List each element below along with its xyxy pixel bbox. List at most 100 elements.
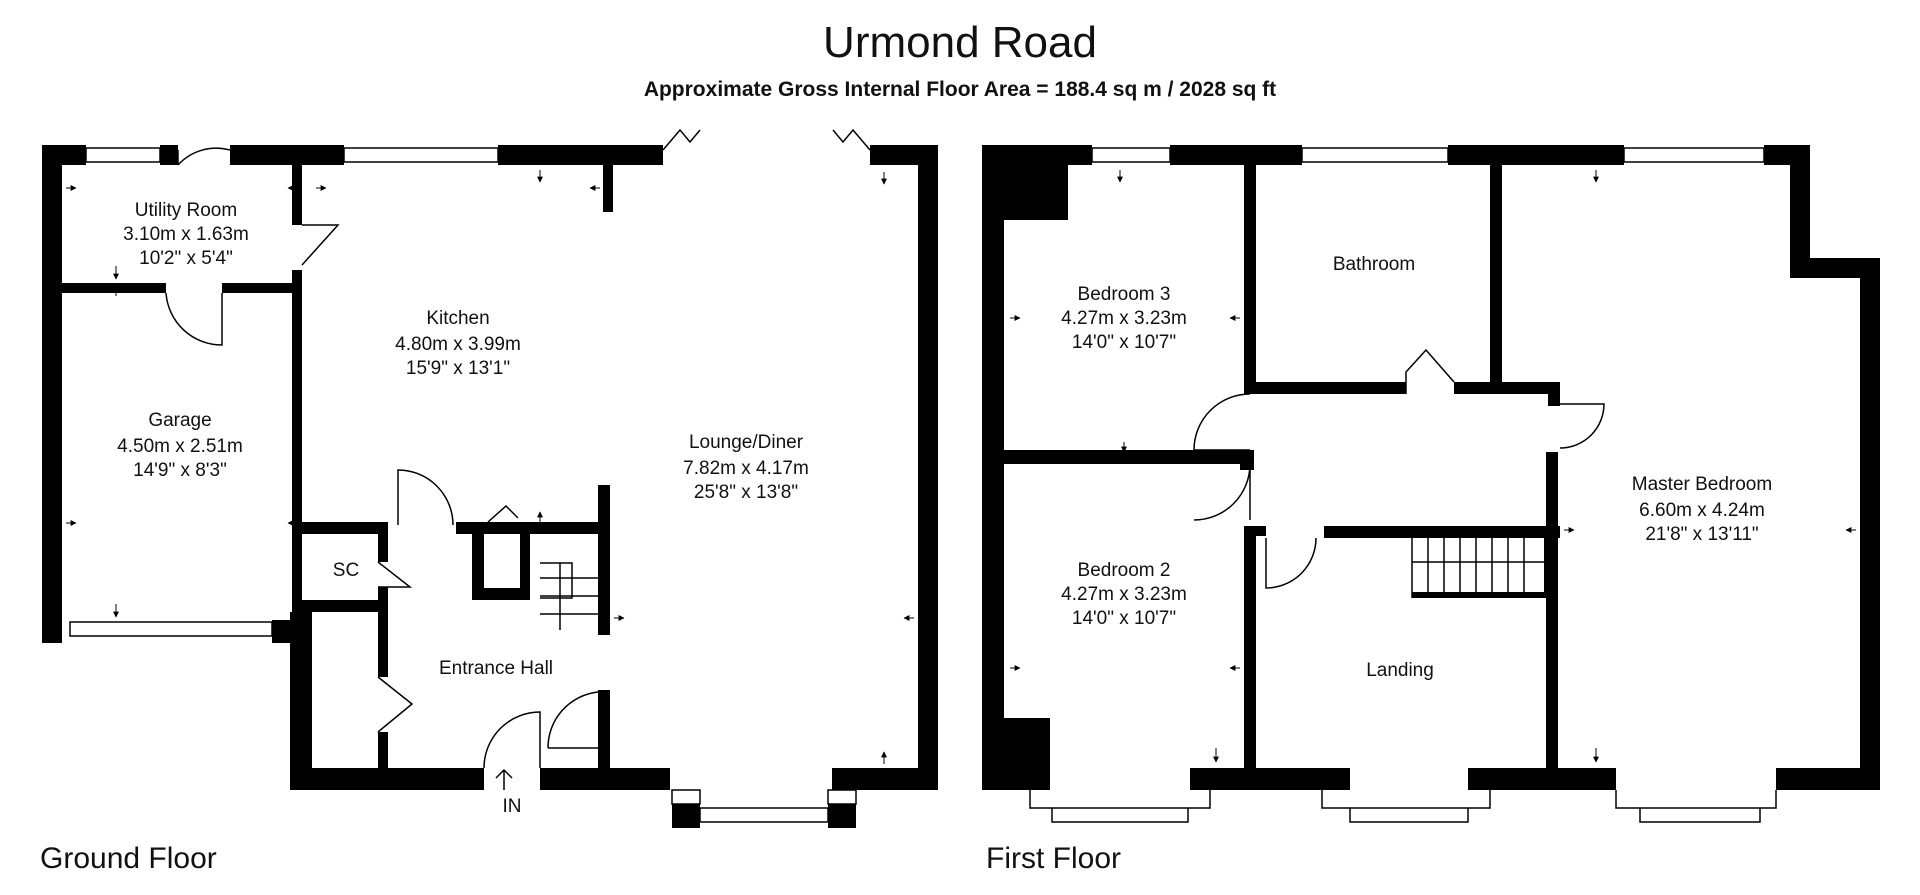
door-swing <box>1193 463 1251 521</box>
window <box>343 147 499 163</box>
window <box>827 789 857 805</box>
wall <box>1244 160 1256 392</box>
wall <box>1190 768 1322 790</box>
wall <box>1412 592 1556 598</box>
door-swing <box>547 691 599 749</box>
wall <box>1490 160 1502 392</box>
wall <box>1448 145 1624 165</box>
ground-floor-label: Ground Floor <box>40 842 217 875</box>
wall <box>42 145 62 643</box>
landing-name: Landing <box>1366 660 1434 681</box>
wall <box>498 145 663 165</box>
first-floor-dim-arrows <box>1010 170 1856 763</box>
garage-imperial: 14'9" x 8'3" <box>133 460 227 481</box>
kitchen-name: Kitchen <box>426 308 489 329</box>
bedroom-2-metric: 4.27m x 3.23m <box>1061 584 1187 605</box>
bifold-door <box>662 128 701 151</box>
entrance-in-label: IN <box>503 796 522 817</box>
door-swing <box>1193 393 1251 451</box>
first-floor-openings <box>1029 147 1777 823</box>
bifold-door <box>832 128 871 151</box>
wall <box>222 283 302 293</box>
wall <box>520 522 530 597</box>
wall <box>982 145 1004 790</box>
kitchen-imperial: 15'9" x 13'1" <box>406 358 510 379</box>
door-swing <box>377 561 413 588</box>
first-floor-plan <box>982 145 1880 790</box>
wall <box>292 165 302 225</box>
entrance-arrow <box>495 768 513 790</box>
window <box>1051 807 1189 823</box>
window <box>1623 147 1765 163</box>
door-swing <box>487 504 519 523</box>
bedroom-2-name: Bedroom 2 <box>1078 560 1171 581</box>
door-swing <box>397 469 454 526</box>
wall <box>603 160 613 212</box>
door-swing <box>177 147 231 166</box>
wall <box>598 485 610 635</box>
wall <box>1454 382 1560 394</box>
door-swing <box>377 676 414 733</box>
wall <box>1546 452 1558 778</box>
door-swing <box>483 711 541 769</box>
master-bedroom-metric: 6.60m x 4.24m <box>1639 500 1765 521</box>
window <box>1301 147 1449 163</box>
wall <box>1790 258 1880 278</box>
garage-name: Garage <box>148 410 211 431</box>
wall <box>1244 526 1256 778</box>
window <box>85 147 161 163</box>
wall <box>160 145 178 165</box>
bedroom-3-metric: 4.27m x 3.23m <box>1061 308 1187 329</box>
window <box>671 789 701 805</box>
master-bedroom-name: Master Bedroom <box>1632 474 1772 495</box>
door-swing <box>1559 403 1605 449</box>
wall <box>290 612 312 790</box>
garage-metric: 4.50m x 2.51m <box>117 436 243 457</box>
wall <box>472 522 484 597</box>
wall <box>1790 145 1810 260</box>
wall <box>292 270 302 622</box>
stairs <box>540 562 600 630</box>
window <box>699 807 829 823</box>
utility-room-imperial: 10'2" x 5'4" <box>139 248 233 269</box>
wall <box>1776 768 1880 790</box>
lounge-diner-imperial: 25'8" x 13'8" <box>694 482 798 503</box>
bathroom-name: Bathroom <box>1333 254 1415 275</box>
window <box>1091 147 1171 163</box>
wall <box>1860 258 1880 790</box>
wall <box>1004 145 1068 220</box>
master-bedroom-imperial: 21'8" x 13'11" <box>1645 524 1758 545</box>
wall <box>230 145 344 165</box>
floor-area-subtitle: Approximate Gross Internal Floor Area = … <box>643 78 1277 101</box>
wall <box>42 145 86 165</box>
wall <box>1240 450 1254 470</box>
door-swing <box>301 224 340 266</box>
wall <box>540 768 670 790</box>
entrance-hall-name: Entrance Hall <box>439 658 553 679</box>
kitchen-metric: 4.80m x 3.99m <box>395 334 521 355</box>
door-swing <box>1265 537 1317 589</box>
window <box>69 621 273 637</box>
stairs <box>1411 538 1544 598</box>
plan-title: Urmond Road <box>823 18 1097 67</box>
utility-room-metric: 3.10m x 1.63m <box>123 224 249 245</box>
wall <box>378 522 388 562</box>
lounge-diner-metric: 7.82m x 4.17m <box>683 458 809 479</box>
wall <box>918 145 938 790</box>
window <box>1349 807 1469 823</box>
wall <box>832 768 938 790</box>
bedroom-3-name: Bedroom 3 <box>1078 284 1171 305</box>
wall <box>378 732 388 780</box>
bay-frame <box>1029 790 1777 809</box>
door-swing <box>1405 348 1455 394</box>
wall <box>472 588 530 600</box>
wall <box>1252 526 1266 536</box>
wall <box>378 587 388 677</box>
wall <box>1244 382 1406 394</box>
sc-name: SC <box>333 560 359 581</box>
wall <box>982 768 1030 790</box>
ground-floor-openings <box>69 128 871 823</box>
wall <box>1170 145 1302 165</box>
wall <box>598 690 610 768</box>
